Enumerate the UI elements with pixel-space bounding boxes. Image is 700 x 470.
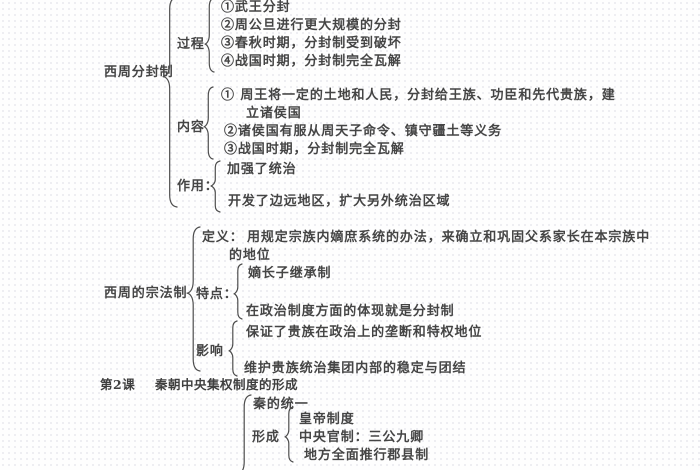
curly-brace-content [203, 86, 214, 160]
leaf-item: ③春秋时期，分封制受到破坏 [221, 36, 402, 51]
curly-brace-fengjian [162, 0, 178, 208]
branch-label-process: 过程 [177, 37, 205, 52]
leaf-item: 中央官制：三公九卿 [299, 430, 425, 445]
curly-brace-effect [210, 160, 221, 213]
branch-label-influence: 影响 [196, 344, 224, 359]
leaf-item: 在政治制度方面的体现就是分封制 [246, 304, 455, 319]
curly-brace-process [204, 0, 215, 73]
curly-brace-formation [284, 406, 294, 463]
leaf-item: 开发了边远地区，扩大另外统治区域 [228, 194, 451, 209]
leaf-item: 地方全面推行郡县制 [304, 448, 430, 463]
leaf-item: ②周公旦进行更大规模的分封 [221, 18, 402, 33]
leaf-item-unification: 秦的统一 [253, 397, 309, 412]
curly-brace-qin [241, 394, 252, 470]
lesson-title: 秦朝中央集权制度的形成 [155, 377, 299, 392]
branch-label-effect: 作用： [177, 179, 219, 194]
branch-label-content: 内容 [177, 120, 205, 135]
lesson-number: 第2课 [100, 377, 136, 392]
node-label-fengjian: 西周分封制 [104, 65, 174, 80]
leaf-item: 皇帝制度 [299, 412, 355, 427]
branch-label-definition: 定义： [202, 230, 244, 245]
leaf-item: 立诸侯国 [246, 106, 302, 121]
leaf-item: 用规定宗族内嫡庶系统的办法，来确立和巩固父系家长在本宗族中 [247, 230, 651, 245]
leaf-item: ① 周王将一定的土地和人民，分封给王族、功臣和先代贵族，建 [221, 88, 616, 103]
curly-brace-features [233, 263, 243, 320]
leaf-item: 嫡长子继承制 [248, 266, 332, 281]
leaf-item: ②诸侯国有服从周天子命令、镇守疆土等义务 [224, 124, 503, 139]
branch-label-features: 特点： [196, 287, 238, 302]
leaf-item: 加强了统治 [227, 162, 297, 177]
leaf-item: 保证了贵族在政治上的垄断和特权地位 [246, 325, 483, 340]
curly-brace-influence [228, 320, 238, 377]
leaf-item: ③战国时期，分封制完全瓦解 [224, 142, 405, 157]
leaf-item: ①武王分封 [221, 0, 291, 15]
curly-brace-zongfa [186, 226, 201, 372]
leaf-item: 维护贵族统治集团内部的稳定与团结 [244, 361, 467, 376]
node-label-zongfa: 西周的宗法制 [104, 286, 188, 301]
leaf-item: 的地位 [229, 248, 271, 263]
branch-label-formation: 形成 [252, 430, 280, 445]
leaf-item: ④战国时期，分封制完全瓦解 [221, 54, 402, 69]
